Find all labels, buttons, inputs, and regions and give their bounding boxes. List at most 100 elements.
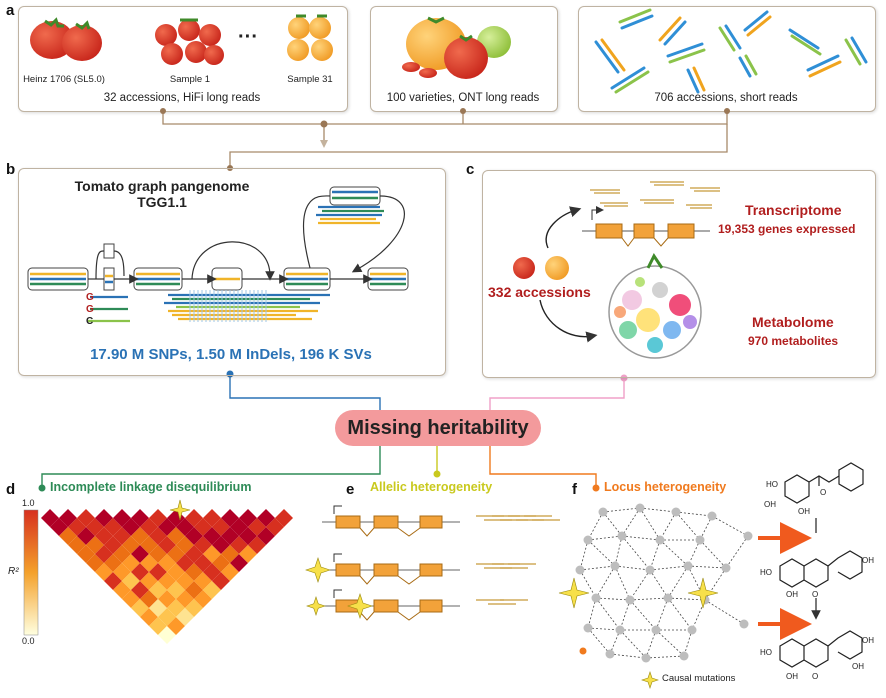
- label-sample1: Sample 1: [169, 74, 211, 85]
- network-edge: [675, 511, 713, 517]
- network-edge: [609, 653, 647, 659]
- tss-arrow-icon: [333, 553, 342, 562]
- exon: [335, 515, 361, 529]
- panel-a-box-short: [578, 6, 876, 112]
- network-node: [575, 565, 585, 575]
- ld-color-scale: [23, 509, 39, 636]
- network-edge: [595, 597, 631, 601]
- network-edge: [579, 565, 616, 571]
- scale-top: 1.0: [22, 498, 35, 508]
- network-node: [645, 565, 655, 575]
- network-edge: [587, 627, 621, 631]
- allele-3: C: [86, 316, 94, 327]
- chem-label: OH: [764, 500, 776, 509]
- network-node: [610, 561, 620, 571]
- missing-heritability-pill: Missing heritability: [335, 410, 541, 446]
- causal-mutation-star-icon: [347, 593, 373, 619]
- network-node: [679, 651, 689, 661]
- network-edge: [687, 539, 701, 567]
- tomato-accession-icon: [513, 256, 569, 280]
- intron: [359, 527, 421, 537]
- caption-hifi: 32 accessions, HiFi long reads: [103, 92, 261, 104]
- network-edge: [683, 629, 693, 657]
- panel-c-box: [482, 170, 876, 378]
- network-node: [635, 503, 645, 513]
- intron: [359, 611, 421, 621]
- tomato-cluster-sample31-icon: [287, 14, 333, 61]
- chem-label: OH: [786, 590, 798, 599]
- network-edge: [699, 539, 727, 569]
- allelic-gene-models: [305, 505, 560, 621]
- network-node: [605, 649, 615, 659]
- short-reads-icon: [594, 8, 868, 94]
- network-edge: [655, 597, 669, 631]
- network-edge: [649, 539, 661, 571]
- ld-heatmap: [41, 509, 293, 644]
- network-edge: [659, 539, 689, 567]
- chem-label: OH: [786, 672, 798, 681]
- network-edge: [649, 569, 669, 599]
- flavonoid-structures: [779, 462, 864, 668]
- tss-arrow-icon: [333, 505, 342, 514]
- network-node: [591, 593, 601, 603]
- network-edge: [579, 569, 597, 599]
- causal-mutation-star-icon: [687, 577, 719, 609]
- exon: [335, 563, 361, 577]
- panel-a-letter: a: [6, 2, 15, 19]
- network-node: [615, 625, 625, 635]
- network-edge: [687, 565, 727, 569]
- chem-label: O: [812, 590, 819, 599]
- network-edge: [619, 629, 647, 659]
- metabolome-cell-icon: [608, 253, 702, 359]
- network-edge: [725, 535, 749, 569]
- causal-mutation-star-icon: [306, 596, 326, 616]
- causal-mutation-star-icon: [558, 577, 590, 609]
- network-node: [583, 623, 593, 633]
- network-edge: [645, 629, 657, 659]
- network-edge: [649, 565, 689, 571]
- network-edge: [587, 511, 604, 541]
- network-edge: [621, 535, 651, 571]
- exon: [373, 563, 399, 577]
- chem-label: HO: [766, 480, 778, 489]
- transcriptome-sub: 19,353 genes expressed: [718, 222, 856, 236]
- legend-star-icon: [641, 671, 659, 689]
- exon: [419, 563, 443, 577]
- network-edge: [602, 511, 623, 537]
- caption-short: 706 accessions, short reads: [654, 92, 798, 104]
- network-edge: [639, 507, 677, 513]
- chem-label: HO: [760, 568, 772, 577]
- network-edge: [675, 511, 701, 541]
- causal-mutation-star-icon: [305, 557, 331, 583]
- exon: [419, 515, 443, 529]
- tomato-cluster-sample1-icon: [155, 18, 224, 65]
- locus-title: Locus heterogeneity: [604, 480, 727, 494]
- network-node: [695, 535, 705, 545]
- network-node: [598, 507, 608, 517]
- network-edge: [645, 655, 685, 659]
- caption-ont: 100 varieties, ONT long reads: [386, 92, 540, 104]
- network-edge: [629, 599, 657, 631]
- network-node: [617, 531, 627, 541]
- network-node: [625, 595, 635, 605]
- network-edge: [667, 597, 693, 631]
- network-node: [743, 531, 753, 541]
- network-node: [683, 561, 693, 571]
- accessions-count: 332 accessions: [488, 284, 591, 300]
- network-edge: [602, 507, 641, 513]
- ellipsis: ···: [238, 26, 258, 48]
- network-edge: [587, 539, 616, 567]
- network-edge: [614, 565, 651, 571]
- panel-a-connector: [162, 110, 728, 168]
- label-heinz: Heinz 1706 (SL5.0): [23, 74, 105, 85]
- network-node: [651, 625, 661, 635]
- metabolome-sub: 970 metabolites: [748, 334, 839, 348]
- network-edge: [711, 515, 749, 537]
- panel-f-letter: f: [572, 481, 577, 498]
- locus-network: [575, 503, 753, 663]
- exon: [373, 515, 399, 529]
- network-edge: [704, 599, 745, 625]
- metabolome-title: Metabolome: [752, 314, 834, 330]
- network-edge: [619, 599, 631, 631]
- exon: [373, 599, 399, 613]
